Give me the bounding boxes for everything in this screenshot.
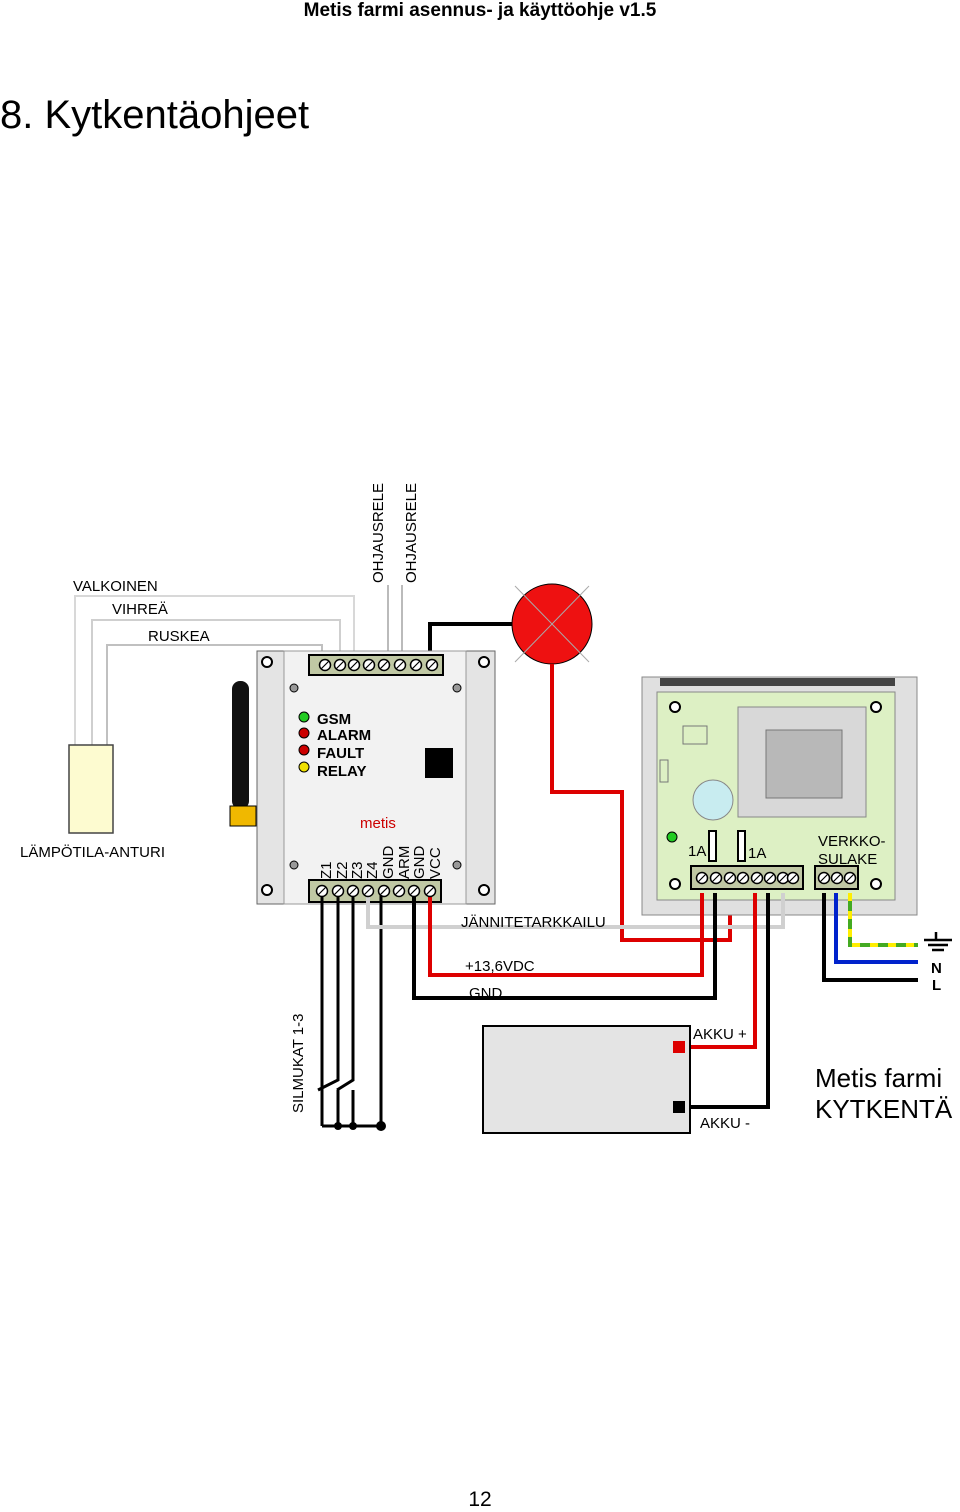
supply-plus-label: +13,6VDC [465,958,535,975]
terminal-screw-slot [396,661,404,669]
terminal-screw-slot [365,661,373,669]
terminal-screw-slot [833,874,841,882]
wire-label-brown: RUSKEA [148,628,210,645]
battery-plus-label: AKKU + [693,1026,747,1043]
terminal-screws [315,658,857,898]
supply-positive-wire [428,893,704,977]
terminal-label-gnd-1: GND [380,846,397,880]
battery [482,1025,691,1134]
terminal-screw-slot [712,874,720,882]
led-label-relay: RELAY [317,763,366,780]
terminal-screw-slot [380,887,388,895]
terminal-screw-slot [349,887,357,895]
terminal-screw-slot [428,661,436,669]
terminal-screw-slot [753,874,761,882]
terminal-screw-slot [779,874,787,882]
loops-label: SILMUKAT 1-3 [290,1014,307,1113]
terminal-screw-slot [395,887,403,895]
terminal-screw-slot [412,661,420,669]
terminal-label-z2: Z2 [334,861,351,879]
zone-wires [317,893,383,1128]
led-alarm [298,727,310,739]
terminal-screw-slot [364,887,372,895]
terminal-label-vcc: VCC [427,847,444,879]
sensor-wires [74,595,355,745]
temperature-sensor-label: LÄMPÖTILA-ANTURI [20,843,165,861]
terminal-screw-slot [410,887,418,895]
mains-live-wire [822,893,918,982]
mains-fuse-label-2: SULAKE [818,851,877,868]
terminal-screw-slot [789,874,797,882]
terminal-screw-slot [820,874,828,882]
relay-leads [387,585,550,658]
voltage-monitor-label: JÄNNITETARKKAILU [461,914,606,931]
led-label-alarm: ALARM [317,727,371,744]
terminal-screw-slot [321,661,329,669]
control-unit [256,650,496,905]
terminal-screw-slot [726,874,734,882]
siren [511,583,593,665]
led-relay [298,761,310,773]
mains-neutral-wire [834,893,918,964]
diagram-caption-2: KYTKENTÄ [815,1094,953,1124]
antenna [232,681,249,809]
sim-slot [425,748,453,778]
wire-label-white: VALKOINEN [73,578,158,595]
led-label-gsm: GSM [317,711,351,728]
antenna-connector [229,805,257,827]
terminal-screw-slot [336,661,344,669]
terminal-label-z3: Z3 [349,861,366,879]
battery-minus-terminal [673,1101,685,1113]
battery-minus-wire [683,893,770,1109]
fuse-1 [708,830,717,862]
relay-label-2: OHJAUSRELE [403,483,420,583]
battery-minus-label: AKKU - [700,1115,750,1132]
terminal-screw-slot [380,661,388,669]
mains-fuse-label-1: VERKKO- [818,833,886,850]
terminal-screw-slot [698,874,706,882]
terminal-screw-slot [334,887,342,895]
supply-gnd-label: GND [469,985,503,1002]
led-gsm [298,711,310,723]
terminal-screw-slot [318,887,326,895]
brand-logo: metis [360,815,396,832]
relay-label-1: OHJAUSRELE [370,483,387,583]
battery-plus-terminal [673,1041,685,1053]
led-label-fault: FAULT [317,745,364,762]
diagram-caption-1: Metis farmi [815,1063,942,1093]
terminal-label-z1: Z1 [318,861,335,879]
battery-plus-wire [683,893,757,1049]
fuse-2 [737,830,746,862]
siren-wire [550,664,732,942]
wire-label-green: VIHREÄ [112,601,168,618]
temperature-sensor [68,744,114,834]
terminal-screw-slot [426,887,434,895]
section-title: 8. Kytkentäohjeet [0,93,310,137]
terminal-screw-slot [350,661,358,669]
neutral-label: N [931,960,942,977]
live-label: L [932,977,941,994]
terminal-label-gnd-2: GND [411,846,428,880]
voltage-monitor-wire [366,893,785,929]
terminal-label-arm: ARM [396,846,413,879]
terminal-screw-slot [739,874,747,882]
bottom-terminal-block [308,879,442,903]
zone-junctions [334,1121,386,1131]
page-number: 12 [468,1488,492,1511]
terminal-screw-slot [846,874,854,882]
terminal-label-z4: Z4 [364,861,381,879]
fuse-label-2: 1A [748,845,766,862]
terminal-screw-slot [766,874,774,882]
fuse-label-1: 1A [688,843,706,860]
led-fault [298,744,310,756]
earth-symbol [924,932,952,952]
document-header: Metis farmi asennus- ja käyttöohje v1.5 [303,0,657,21]
supply-ground-wire [412,893,717,1000]
